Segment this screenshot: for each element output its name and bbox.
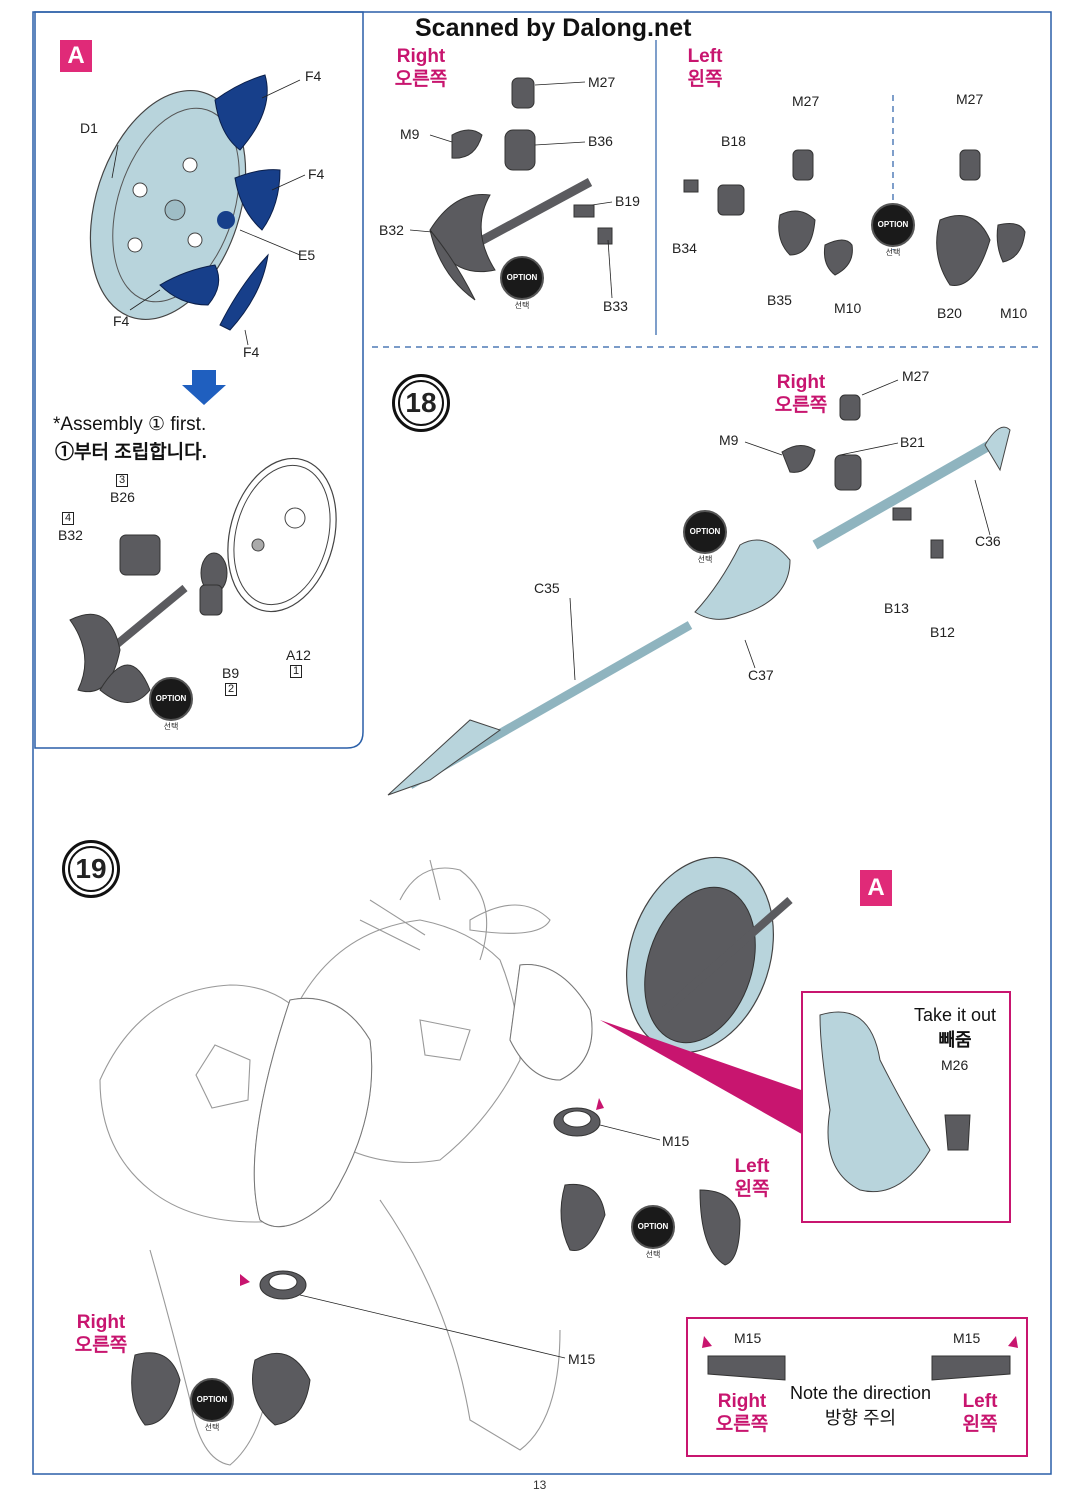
- watermark-title: Scanned by Dalong.net: [415, 14, 692, 42]
- option-badge-s19b-circle: OPTION: [190, 1378, 234, 1422]
- label-m9-s18: M9: [719, 432, 739, 448]
- note-left-label: Left 왼쪽: [955, 1391, 1005, 1437]
- label-b32: B32: [58, 527, 83, 543]
- label-m10-left: M10: [834, 300, 862, 316]
- take-out-ko: 빼줌: [938, 1030, 972, 1050]
- step19-left-label: Left 왼쪽: [727, 1156, 777, 1202]
- option-badge-s19b: OPTION 선택: [190, 1378, 234, 1433]
- step-18-number: 18: [392, 374, 450, 432]
- step-number-3: 3: [116, 474, 129, 487]
- step19-right-ko: 오른쪽: [74, 1334, 128, 1356]
- step18-right-ko: 오른쪽: [774, 394, 828, 416]
- label-b26: B26: [110, 489, 135, 505]
- take-out-label: Take it out 빼줌: [900, 1005, 1010, 1052]
- note-left-en: Left: [962, 1391, 998, 1412]
- label-m27-left: M27: [792, 93, 820, 109]
- note-direction-en: Note the direction: [789, 1383, 932, 1403]
- label-b12: B12: [930, 624, 955, 640]
- option-badge-s17b-circle: OPTION: [871, 203, 915, 247]
- label-c36: C36: [975, 533, 1001, 549]
- take-out-en: Take it out: [913, 1005, 997, 1025]
- option-badge-s19a-ko: 선택: [645, 1250, 661, 1259]
- option-badge-a-circle: OPTION: [149, 677, 193, 721]
- option-badge-s19a-circle: OPTION: [631, 1205, 675, 1249]
- label-m15-lower: M15: [568, 1351, 596, 1367]
- step17-right-en: Right: [396, 46, 446, 67]
- step17-left-ko: 왼쪽: [687, 68, 723, 90]
- step-number-1: 1: [290, 665, 303, 678]
- option-badge-s18-circle: OPTION: [683, 510, 727, 554]
- step-number-4: 4: [62, 512, 75, 525]
- step19-right-label: Right 오른쪽: [70, 1312, 132, 1358]
- label-b34: B34: [672, 240, 697, 256]
- option-badge-s17-ko: 선택: [514, 301, 530, 310]
- step-19-number: 19: [62, 840, 120, 898]
- label-e5: E5: [298, 247, 316, 263]
- note-left-ko: 왼쪽: [962, 1413, 998, 1435]
- note-m15-right: M15: [953, 1330, 981, 1346]
- assembly-note-ko: ①부터 조립합니다.: [55, 442, 207, 463]
- label-f4-top: F4: [305, 68, 322, 84]
- note-m15-left: M15: [734, 1330, 762, 1346]
- label-b33: B33: [603, 298, 628, 314]
- option-badge-s19a: OPTION 선택: [631, 1205, 675, 1260]
- note-right-label: Right 오른쪽: [712, 1391, 772, 1437]
- label-b20: B20: [937, 305, 962, 321]
- option-badge-s19b-ko: 선택: [204, 1423, 220, 1432]
- label-b35: B35: [767, 292, 792, 308]
- label-b13: B13: [884, 600, 909, 616]
- option-badge-s17b: OPTION 선택: [871, 203, 915, 258]
- note-direction-text: Note the direction 방향 주의: [778, 1383, 943, 1430]
- label-m9-s17: M9: [400, 126, 420, 142]
- note-right-ko: 오른쪽: [715, 1413, 769, 1435]
- step-number-2: 2: [225, 683, 238, 696]
- step18-right-en: Right: [776, 372, 826, 393]
- label-m15-upper: M15: [662, 1133, 690, 1149]
- step19-left-ko: 왼쪽: [734, 1178, 770, 1200]
- option-badge-a-ko: 선택: [163, 722, 179, 731]
- label-f4-left: F4: [113, 313, 130, 329]
- label-b32-s17: B32: [379, 222, 404, 238]
- assembly-note-en: *Assembly ① first.: [53, 414, 207, 435]
- label-m26: M26: [941, 1057, 969, 1073]
- label-b21: B21: [900, 434, 925, 450]
- option-badge-s17: OPTION 선택: [500, 256, 544, 311]
- step19-a-badge: A: [860, 870, 892, 906]
- panel-a-badge: A: [60, 40, 92, 72]
- step19-right-en: Right: [76, 1312, 126, 1333]
- note-right-en: Right: [717, 1391, 767, 1412]
- label-b19: B19: [615, 193, 640, 209]
- label-m27-s18: M27: [902, 368, 930, 384]
- step19-left-en: Left: [734, 1156, 770, 1177]
- label-c35: C35: [534, 580, 560, 596]
- step17-left-en: Left: [687, 46, 723, 67]
- option-badge-s18-ko: 선택: [697, 555, 713, 564]
- label-m27-right: M27: [956, 91, 984, 107]
- step17-right-label: Right 오른쪽: [390, 46, 452, 92]
- label-b9: B9: [222, 665, 240, 681]
- label-f4-mid: F4: [308, 166, 325, 182]
- note-direction-ko: 방향 주의: [824, 1408, 897, 1428]
- label-c37: C37: [748, 667, 774, 683]
- label-b18: B18: [721, 133, 746, 149]
- label-f4-bottom: F4: [243, 344, 260, 360]
- label-b36: B36: [588, 133, 613, 149]
- option-badge-a: OPTION 선택: [149, 677, 193, 732]
- step17-right-ko: 오른쪽: [394, 68, 448, 90]
- page-number: 13: [533, 1478, 547, 1492]
- step18-right-label: Right 오른쪽: [770, 372, 832, 418]
- step17-left-label: Left 왼쪽: [680, 46, 730, 92]
- label-m10-right: M10: [1000, 305, 1028, 321]
- option-badge-s17b-ko: 선택: [885, 248, 901, 257]
- label-m27-s17: M27: [588, 74, 616, 90]
- option-badge-s17-circle: OPTION: [500, 256, 544, 300]
- label-d1: D1: [80, 120, 98, 136]
- label-a12: A12: [286, 647, 311, 663]
- option-badge-s18: OPTION 선택: [683, 510, 727, 565]
